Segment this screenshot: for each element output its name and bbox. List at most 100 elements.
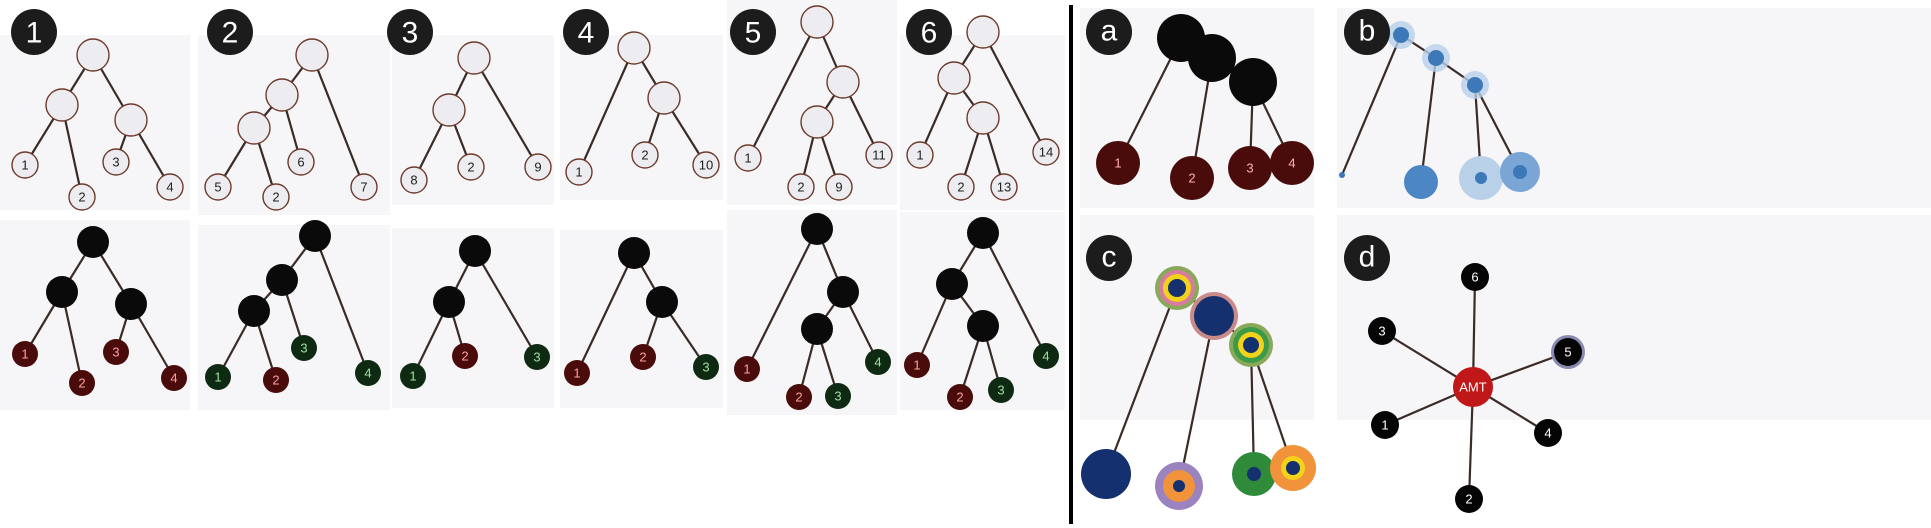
tree-panel-b xyxy=(1339,21,1540,200)
internal-node xyxy=(266,264,298,296)
internal-node xyxy=(801,313,833,345)
internal-node xyxy=(457,41,491,75)
tree-panel-c xyxy=(1081,266,1316,510)
panel-badge-label: a xyxy=(1101,15,1118,48)
tree-edge xyxy=(746,228,818,370)
leaf-label: 1 xyxy=(573,366,580,381)
tree-edge xyxy=(982,31,1047,153)
internal-node xyxy=(967,217,999,249)
leaf-node xyxy=(825,173,853,201)
leaf-node xyxy=(291,335,317,361)
leaf-node xyxy=(865,349,891,375)
leaf-node xyxy=(1513,165,1527,179)
panel-badge-label: b xyxy=(1359,15,1376,48)
leaf-node xyxy=(400,363,426,389)
leaf-node xyxy=(906,141,934,169)
leaf-node xyxy=(693,354,719,380)
leaf-node xyxy=(161,365,187,391)
leaf-label: 3 xyxy=(300,341,307,356)
internal-node xyxy=(46,276,78,308)
leaf-label: 4 xyxy=(166,180,173,195)
leaf-label: 1 xyxy=(1114,156,1121,171)
internal-node xyxy=(265,78,299,112)
internal-node xyxy=(647,81,681,115)
leaf-label: 8 xyxy=(410,173,417,188)
leaf-node xyxy=(400,166,428,194)
internal-node xyxy=(237,111,271,145)
internal-node xyxy=(115,288,147,320)
leaf-label: 4 xyxy=(874,355,881,370)
leaf-label: 11 xyxy=(872,148,886,163)
tree-edge xyxy=(310,54,366,188)
leaf-node xyxy=(865,141,893,169)
internal-node xyxy=(238,295,270,327)
leaf-node xyxy=(103,339,129,365)
leaf-node xyxy=(68,183,96,211)
panel-badge-bg xyxy=(1344,235,1390,281)
internal-node xyxy=(800,5,834,39)
internal-node xyxy=(1168,279,1186,297)
panel-badge-bg xyxy=(1086,9,1132,55)
leaf-node xyxy=(1170,156,1214,200)
leaf-node xyxy=(1228,146,1272,190)
tree-edge xyxy=(313,235,370,374)
internal-node xyxy=(77,226,109,258)
leaf-node xyxy=(1270,141,1314,185)
internal-node xyxy=(1229,58,1277,106)
panel-badge-bg xyxy=(730,9,776,55)
internal-node xyxy=(459,235,491,267)
leaf-label: 3 xyxy=(533,350,540,365)
spoke-label: 1 xyxy=(1381,418,1388,433)
leaf-node xyxy=(1404,165,1438,199)
internal-node xyxy=(1467,77,1483,93)
spoke-node xyxy=(1534,419,1562,447)
leaf-label: 1 xyxy=(916,148,923,163)
spoke-label: 5 xyxy=(1564,345,1571,360)
tree-edge xyxy=(747,21,818,159)
panel-badge-bg xyxy=(11,9,57,55)
internal-node xyxy=(966,15,1000,49)
internal-node xyxy=(1243,337,1259,353)
leaf-label: 9 xyxy=(835,180,842,195)
spoke-label: 2 xyxy=(1465,492,1472,507)
panel-background xyxy=(1337,215,1931,420)
hub-node xyxy=(1453,367,1493,407)
tree-panel-4-colored: 123 xyxy=(564,237,719,386)
leaf-label: 2 xyxy=(956,390,963,405)
leaf-label: 2 xyxy=(639,350,646,365)
internal-node xyxy=(432,93,466,127)
internal-node xyxy=(966,101,1000,135)
leaf-node xyxy=(452,343,478,369)
leaf-label: 1 xyxy=(214,370,221,385)
leaf-label: 13 xyxy=(997,180,1011,195)
leaf-node xyxy=(988,377,1014,403)
leaf-node xyxy=(630,344,656,370)
spoke-label: 4 xyxy=(1544,426,1551,441)
panel-badge-label: 4 xyxy=(578,17,595,50)
leaf-node xyxy=(355,360,381,386)
leaf-node xyxy=(262,183,290,211)
internal-node xyxy=(114,103,148,137)
leaf-node xyxy=(1032,138,1060,166)
leaf-label: 2 xyxy=(641,148,648,163)
panel-badge-label: 6 xyxy=(921,17,938,50)
leaf-label: 4 xyxy=(1042,349,1049,364)
internal-node xyxy=(617,31,651,65)
leaf-node xyxy=(787,173,815,201)
leaf-label: 4 xyxy=(170,371,177,386)
spoke-label: 6 xyxy=(1471,270,1478,285)
internal-node xyxy=(937,61,971,95)
hub-label: AMT xyxy=(1459,380,1487,395)
leaf-node xyxy=(204,173,232,201)
leaf-node xyxy=(947,384,973,410)
internal-node xyxy=(1428,50,1444,66)
leaf-node xyxy=(990,173,1018,201)
tree-edge xyxy=(576,252,635,374)
leaf-label: 4 xyxy=(1288,156,1295,171)
